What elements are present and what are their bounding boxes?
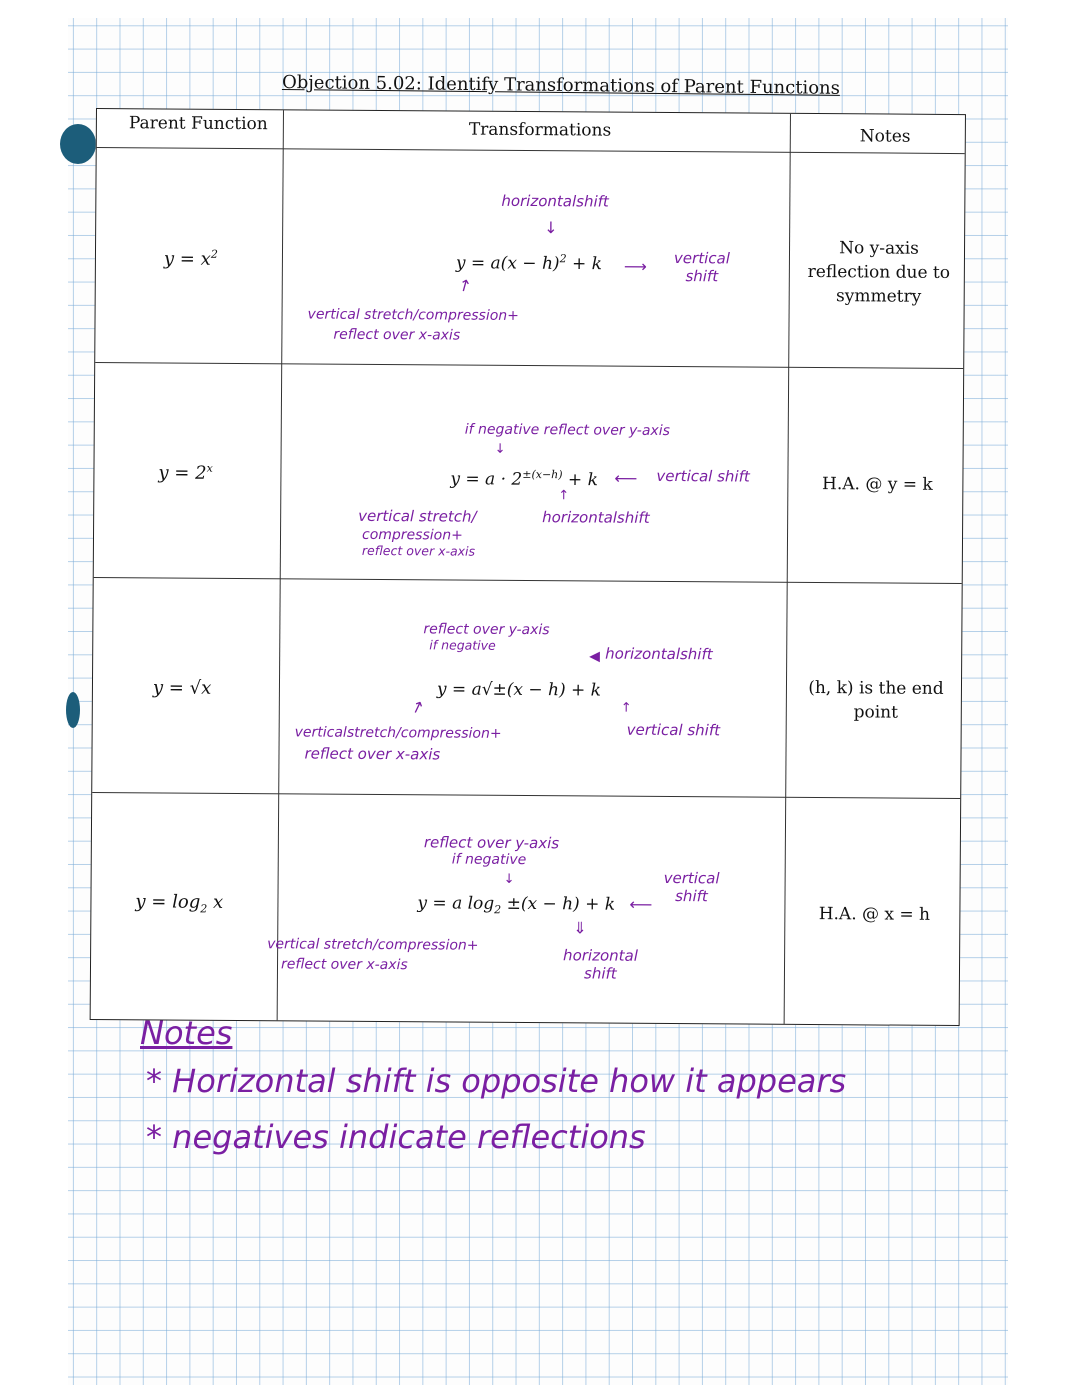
arrow-up-icon: ↗: [453, 273, 475, 297]
annotation-stretch: vertical stretch/compression+: [307, 306, 520, 324]
annotation-reflect-x: reflect over x-axis: [280, 956, 408, 974]
bottom-note-line: * negatives indicate reflections: [146, 1118, 646, 1156]
parent-function-exponential: y = 2x: [158, 461, 213, 484]
parent-function-quadratic: y = x2: [163, 247, 218, 270]
annotation-reflect-x: reflect over x-axis: [333, 326, 461, 344]
arrow-left-icon: ⟵: [614, 468, 638, 488]
annotation-reflect-x: reflect over x-axis: [304, 744, 441, 764]
notes-logarithmic: H.A. @ x = h: [818, 904, 931, 925]
column-divider: [783, 113, 791, 1024]
annotation-vertical-shift: vertical shift: [656, 466, 750, 486]
arrow-up-icon: ↗: [408, 695, 428, 718]
header-transformations: Transformations: [468, 119, 612, 141]
arrow-up-icon: ↑: [558, 488, 570, 504]
paper-edge-bottom: [0, 1385, 1080, 1397]
arrow-down-icon: ⇓: [573, 918, 587, 938]
annotation-compression: compression+: [361, 526, 463, 544]
bottom-note-line: * Horizontal shift is opposite how it ap…: [146, 1062, 847, 1100]
paper-edge-top: [0, 0, 1080, 18]
transformation-equation-logarithmic: y = a log2 ±(x − h) + k: [417, 893, 616, 917]
notes-exponential: H.A. @ y = k: [821, 474, 933, 495]
annotation-stretch: verticalstretch/compression+: [294, 724, 502, 742]
transformations-table: Parent Function Transformations Notes y …: [89, 108, 966, 1027]
arrow-up-icon: ↑: [620, 700, 632, 716]
annotation-reflect-x: reflect over x-axis: [361, 542, 476, 559]
paper-edge-left: [0, 0, 68, 1397]
paper-edge-right: [1008, 0, 1080, 1397]
annotation-if-negative: if negative: [429, 637, 496, 653]
annotation-if-negative: if negative: [451, 851, 527, 869]
header-parent-function: Parent Function: [128, 113, 268, 135]
parent-function-square-root: y = √x: [152, 677, 212, 699]
annotation-horizontal-shift: horizontalshift: [501, 191, 609, 211]
annotation-horizontal-shift: horizontalshift: [542, 508, 650, 527]
column-divider: [276, 110, 284, 1021]
transformation-equation-exponential: y = a · 2±(x−h) + k: [450, 467, 598, 491]
annotation-reflect-y: reflect over y-axis: [423, 833, 560, 853]
arrow-down-icon: ↓: [544, 218, 558, 238]
binder-hole-middle: [66, 692, 80, 728]
annotation-stretch: vertical stretch/: [358, 506, 477, 526]
row-divider: [93, 576, 962, 585]
bottom-notes-heading: Notes: [140, 1014, 233, 1052]
arrow-left-icon: ◀: [589, 648, 601, 665]
parent-function-logarithmic: y = log2 x: [135, 891, 224, 916]
row-divider: [95, 362, 964, 370]
annotation-vertical-shift: vertical shift: [626, 720, 721, 740]
page-title: Objection 5.02: Identify Transformations…: [281, 72, 841, 99]
transformation-equation-square-root: y = a√±(x − h) + k: [436, 679, 602, 701]
row-divider: [92, 791, 961, 800]
annotation-stretch: vertical stretch/compression+: [267, 936, 479, 954]
annotation-horizontal-shift: horizontalshift: [605, 644, 713, 664]
arrow-down-icon: ↓: [494, 441, 506, 457]
arrow-left-icon: ⟵: [629, 894, 653, 914]
arrow-right-icon: ⟶: [623, 256, 647, 276]
transformation-equation-quadratic: y = a(x − h)2 + k: [455, 252, 603, 275]
header-divider: [96, 147, 965, 155]
header-notes: Notes: [859, 126, 911, 147]
annotation-reflect-y: reflect over y-axis: [423, 621, 550, 639]
arrow-down-icon: ↓: [503, 871, 515, 887]
binder-hole-top: [60, 124, 96, 164]
annotation-reflect-y: if negative reflect over y-axis: [464, 421, 670, 440]
